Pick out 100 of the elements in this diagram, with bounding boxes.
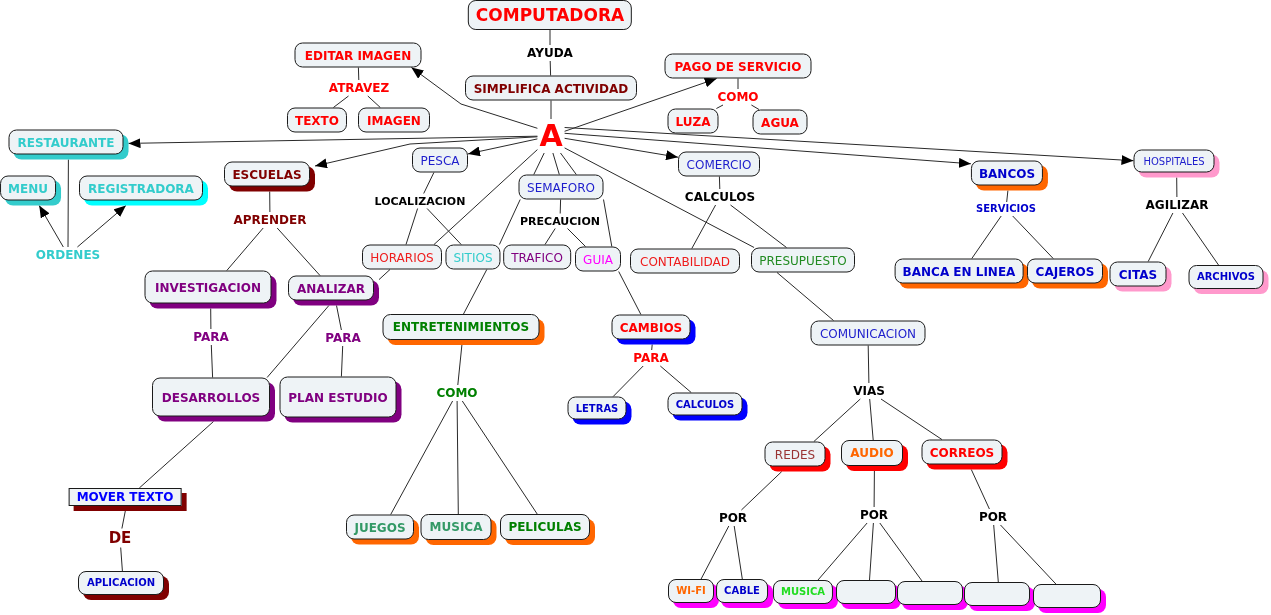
connector-line (1012, 215, 1054, 259)
linking-phrase: ORDENES (33, 247, 103, 263)
connector-line (970, 469, 990, 510)
concept-box: COMERCIO (678, 151, 760, 177)
linking-phrase: LOCALIZACION (372, 193, 468, 209)
arrow (564, 77, 718, 132)
connector-line (869, 398, 874, 441)
connector-line (552, 152, 560, 175)
arrow (38, 205, 64, 248)
concept-box: PAGO DE SERVICIO (664, 53, 812, 79)
connector-line (750, 104, 760, 110)
connector-line (378, 269, 391, 281)
connector-line (603, 199, 613, 247)
arrow (76, 205, 127, 248)
connector-line (1182, 212, 1219, 266)
connector-line (332, 95, 349, 108)
concept-box: GUIA (575, 246, 621, 272)
connector-line (971, 215, 1002, 259)
connector-line (340, 345, 344, 377)
connector-line (423, 172, 435, 194)
connector-line (730, 204, 787, 248)
connector-line (357, 67, 360, 81)
connector-line (390, 400, 454, 515)
concept-box: PESCA (412, 147, 468, 173)
connector-line (120, 547, 123, 572)
connector-line (426, 208, 462, 245)
concept-box: TEXTO (287, 107, 347, 133)
connector-line (1147, 212, 1174, 262)
concept-box: IMAGEN (358, 107, 430, 133)
connector-line (121, 510, 126, 529)
linking-phrase: PRECAUCION (518, 213, 602, 229)
linking-phrase: PARA (323, 330, 363, 346)
arrow (564, 127, 1134, 165)
arrow (314, 136, 538, 169)
connector-line (433, 149, 538, 245)
connector-line (367, 95, 381, 108)
connector-line (817, 522, 868, 581)
central-letter: A (537, 119, 565, 153)
linking-phrase: POR (716, 510, 750, 526)
connector-line (456, 400, 459, 515)
connector-line (715, 104, 724, 109)
connector-line (549, 29, 551, 46)
connector-line (880, 398, 943, 440)
concept-box: SEMAFORO (518, 174, 604, 200)
connector-line (533, 152, 545, 175)
connector-line (560, 152, 577, 175)
concept-box: TRAFICO (503, 244, 571, 270)
arrow (564, 132, 972, 168)
connector-line (659, 365, 692, 393)
connector-line (550, 100, 552, 120)
linking-phrase: DE (106, 528, 134, 548)
connector-line (461, 400, 538, 515)
connector-line (1006, 190, 1009, 203)
connector-line (67, 159, 69, 248)
linking-phrase: COMO (715, 89, 761, 105)
connector-line (691, 204, 717, 249)
concept-box: EDITAR IMAGEN (294, 42, 422, 68)
linking-phrase: SERVICIOS (974, 202, 1038, 216)
connector-line (873, 470, 875, 508)
linking-phrase: POR (857, 507, 891, 523)
linking-phrase: COMO (434, 385, 480, 401)
connector-line (813, 398, 861, 442)
linking-phrase: POR (976, 509, 1010, 525)
connector-line (498, 199, 521, 245)
connector-line (266, 305, 330, 378)
connector-line (618, 271, 642, 315)
connector-line (993, 524, 999, 583)
connector-line (718, 176, 721, 190)
arrow (410, 67, 538, 129)
arrow (564, 137, 679, 161)
connector-line (651, 344, 653, 351)
connector-line (559, 199, 562, 214)
connector-line (733, 525, 743, 580)
connector-line (776, 272, 834, 321)
concept-box: SIMPLIFICA ACTIVIDAD (465, 75, 637, 101)
linking-phrase: APRENDER (231, 212, 309, 228)
linking-phrase: CALCULOS (682, 189, 758, 205)
connector-line (276, 227, 321, 276)
arrow (467, 138, 538, 157)
connector-line (336, 305, 342, 331)
connector-line (867, 345, 870, 384)
connector-line (1176, 177, 1178, 198)
connector-line (740, 471, 783, 511)
concept-box: HORARIOS (362, 244, 442, 270)
linking-phrase: AGILIZAR (1143, 197, 1211, 213)
connector-line (567, 228, 586, 247)
connector-line (564, 147, 755, 248)
linking-phrase: PARA (631, 350, 671, 366)
connector-line (869, 522, 874, 581)
connector-line (549, 60, 552, 76)
connector-line (879, 522, 923, 582)
connector-line (737, 78, 739, 90)
concept-box: COMUNICACION (810, 320, 926, 346)
connector-line (138, 421, 214, 489)
root-concept-box: COMPUTADORA (467, 0, 633, 30)
connector-line (544, 228, 556, 245)
linking-phrase: ATRAVEZ (326, 80, 392, 96)
concept-box: PRESUPUESTO (751, 247, 855, 273)
concept-box: LUZA (667, 108, 719, 134)
connector-line (612, 365, 644, 397)
